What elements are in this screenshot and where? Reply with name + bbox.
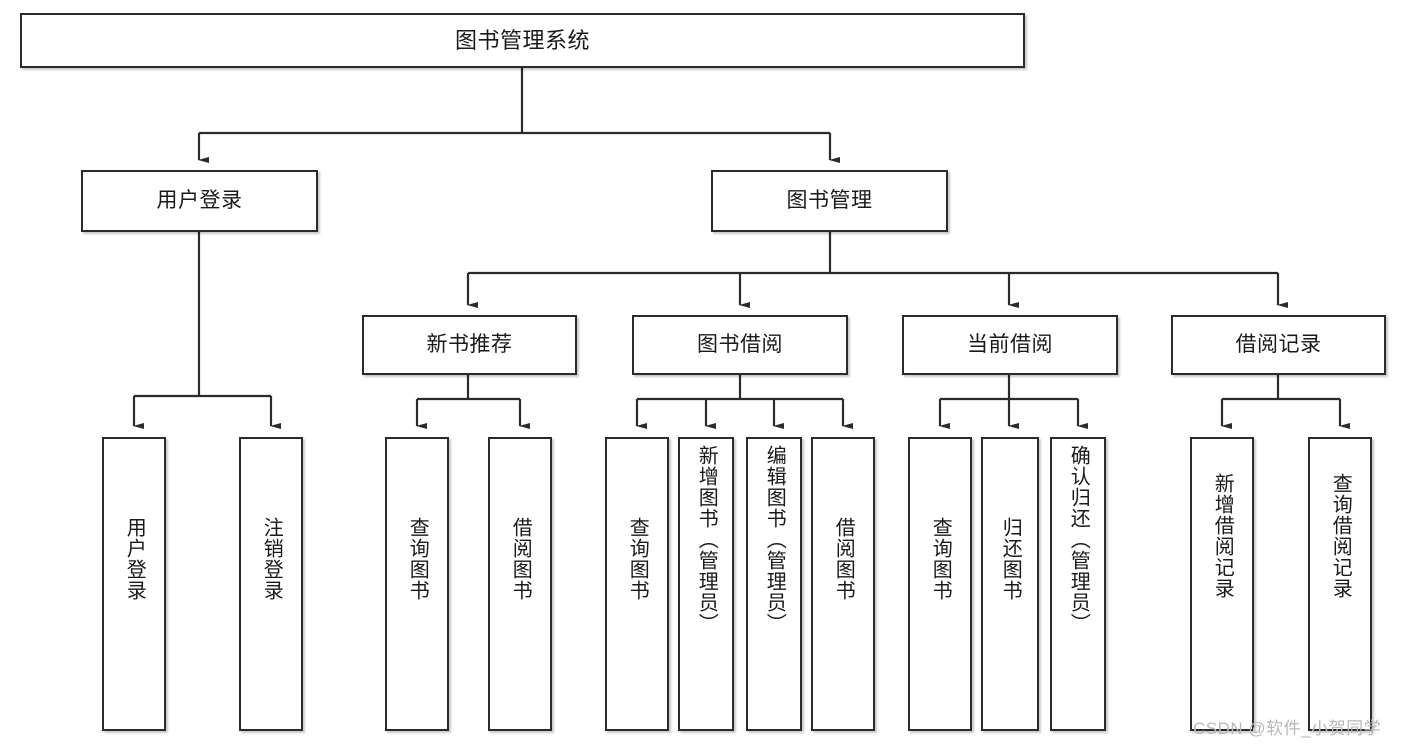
node-label: 当前借阅 bbox=[967, 332, 1053, 356]
node-leaf-add-book[interactable]: 新增图书（管理员） bbox=[678, 437, 734, 731]
node-book-management[interactable]: 图书管理 bbox=[711, 170, 948, 232]
watermark: CSDN @软件_小贺同学 bbox=[1193, 719, 1382, 738]
node-leaf-query-book-current[interactable]: 查询图书 bbox=[908, 437, 972, 731]
node-book-management-system[interactable]: 图书管理系统 bbox=[20, 13, 1025, 68]
node-label: 图书借阅 bbox=[697, 332, 783, 356]
node-label: 归还图书 bbox=[999, 517, 1022, 601]
node-label: 编辑图书（管理员） bbox=[763, 445, 786, 634]
node-label: 借阅图书 bbox=[832, 517, 855, 601]
node-label: 确认归还（管理员） bbox=[1067, 445, 1090, 634]
node-label: 查询图书 bbox=[929, 517, 952, 601]
node-leaf-query-borrow-record[interactable]: 查询借阅记录 bbox=[1308, 437, 1372, 731]
node-label: 图书管理系统 bbox=[454, 27, 590, 53]
node-leaf-query-book-recommend[interactable]: 查询图书 bbox=[385, 437, 449, 731]
node-leaf-confirm-return[interactable]: 确认归还（管理员） bbox=[1050, 437, 1106, 731]
node-leaf-add-borrow-record[interactable]: 新增借阅记录 bbox=[1190, 437, 1254, 731]
node-leaf-edit-book[interactable]: 编辑图书（管理员） bbox=[746, 437, 802, 731]
node-user-login[interactable]: 用户登录 bbox=[81, 170, 318, 232]
node-borrow-record[interactable]: 借阅记录 bbox=[1171, 315, 1386, 375]
node-label: 查询借阅记录 bbox=[1329, 473, 1352, 599]
node-label: 借阅图书 bbox=[509, 517, 532, 601]
node-label: 新增借阅记录 bbox=[1211, 473, 1234, 599]
node-leaf-borrow-book-recommend[interactable]: 借阅图书 bbox=[488, 437, 552, 731]
node-leaf-user-login[interactable]: 用户登录 bbox=[102, 437, 166, 731]
node-label: 用户登录 bbox=[156, 188, 243, 212]
node-label: 注销登录 bbox=[260, 517, 283, 601]
node-label: 查询图书 bbox=[406, 517, 429, 601]
node-label: 用户登录 bbox=[123, 517, 146, 601]
node-book-borrow[interactable]: 图书借阅 bbox=[632, 315, 848, 375]
node-label: 新书推荐 bbox=[426, 332, 513, 356]
node-leaf-return-book[interactable]: 归还图书 bbox=[981, 437, 1039, 731]
node-label: 图书管理 bbox=[786, 188, 873, 212]
node-current-borrow[interactable]: 当前借阅 bbox=[902, 315, 1118, 375]
node-leaf-user-logout[interactable]: 注销登录 bbox=[239, 437, 303, 731]
node-leaf-borrow-book[interactable]: 借阅图书 bbox=[811, 437, 875, 731]
node-label: 新增图书（管理员） bbox=[695, 445, 718, 634]
node-label: 借阅记录 bbox=[1235, 332, 1322, 356]
node-label: 查询图书 bbox=[626, 517, 649, 601]
node-new-book-recommend[interactable]: 新书推荐 bbox=[362, 315, 577, 375]
node-leaf-query-book-borrow[interactable]: 查询图书 bbox=[605, 437, 669, 731]
